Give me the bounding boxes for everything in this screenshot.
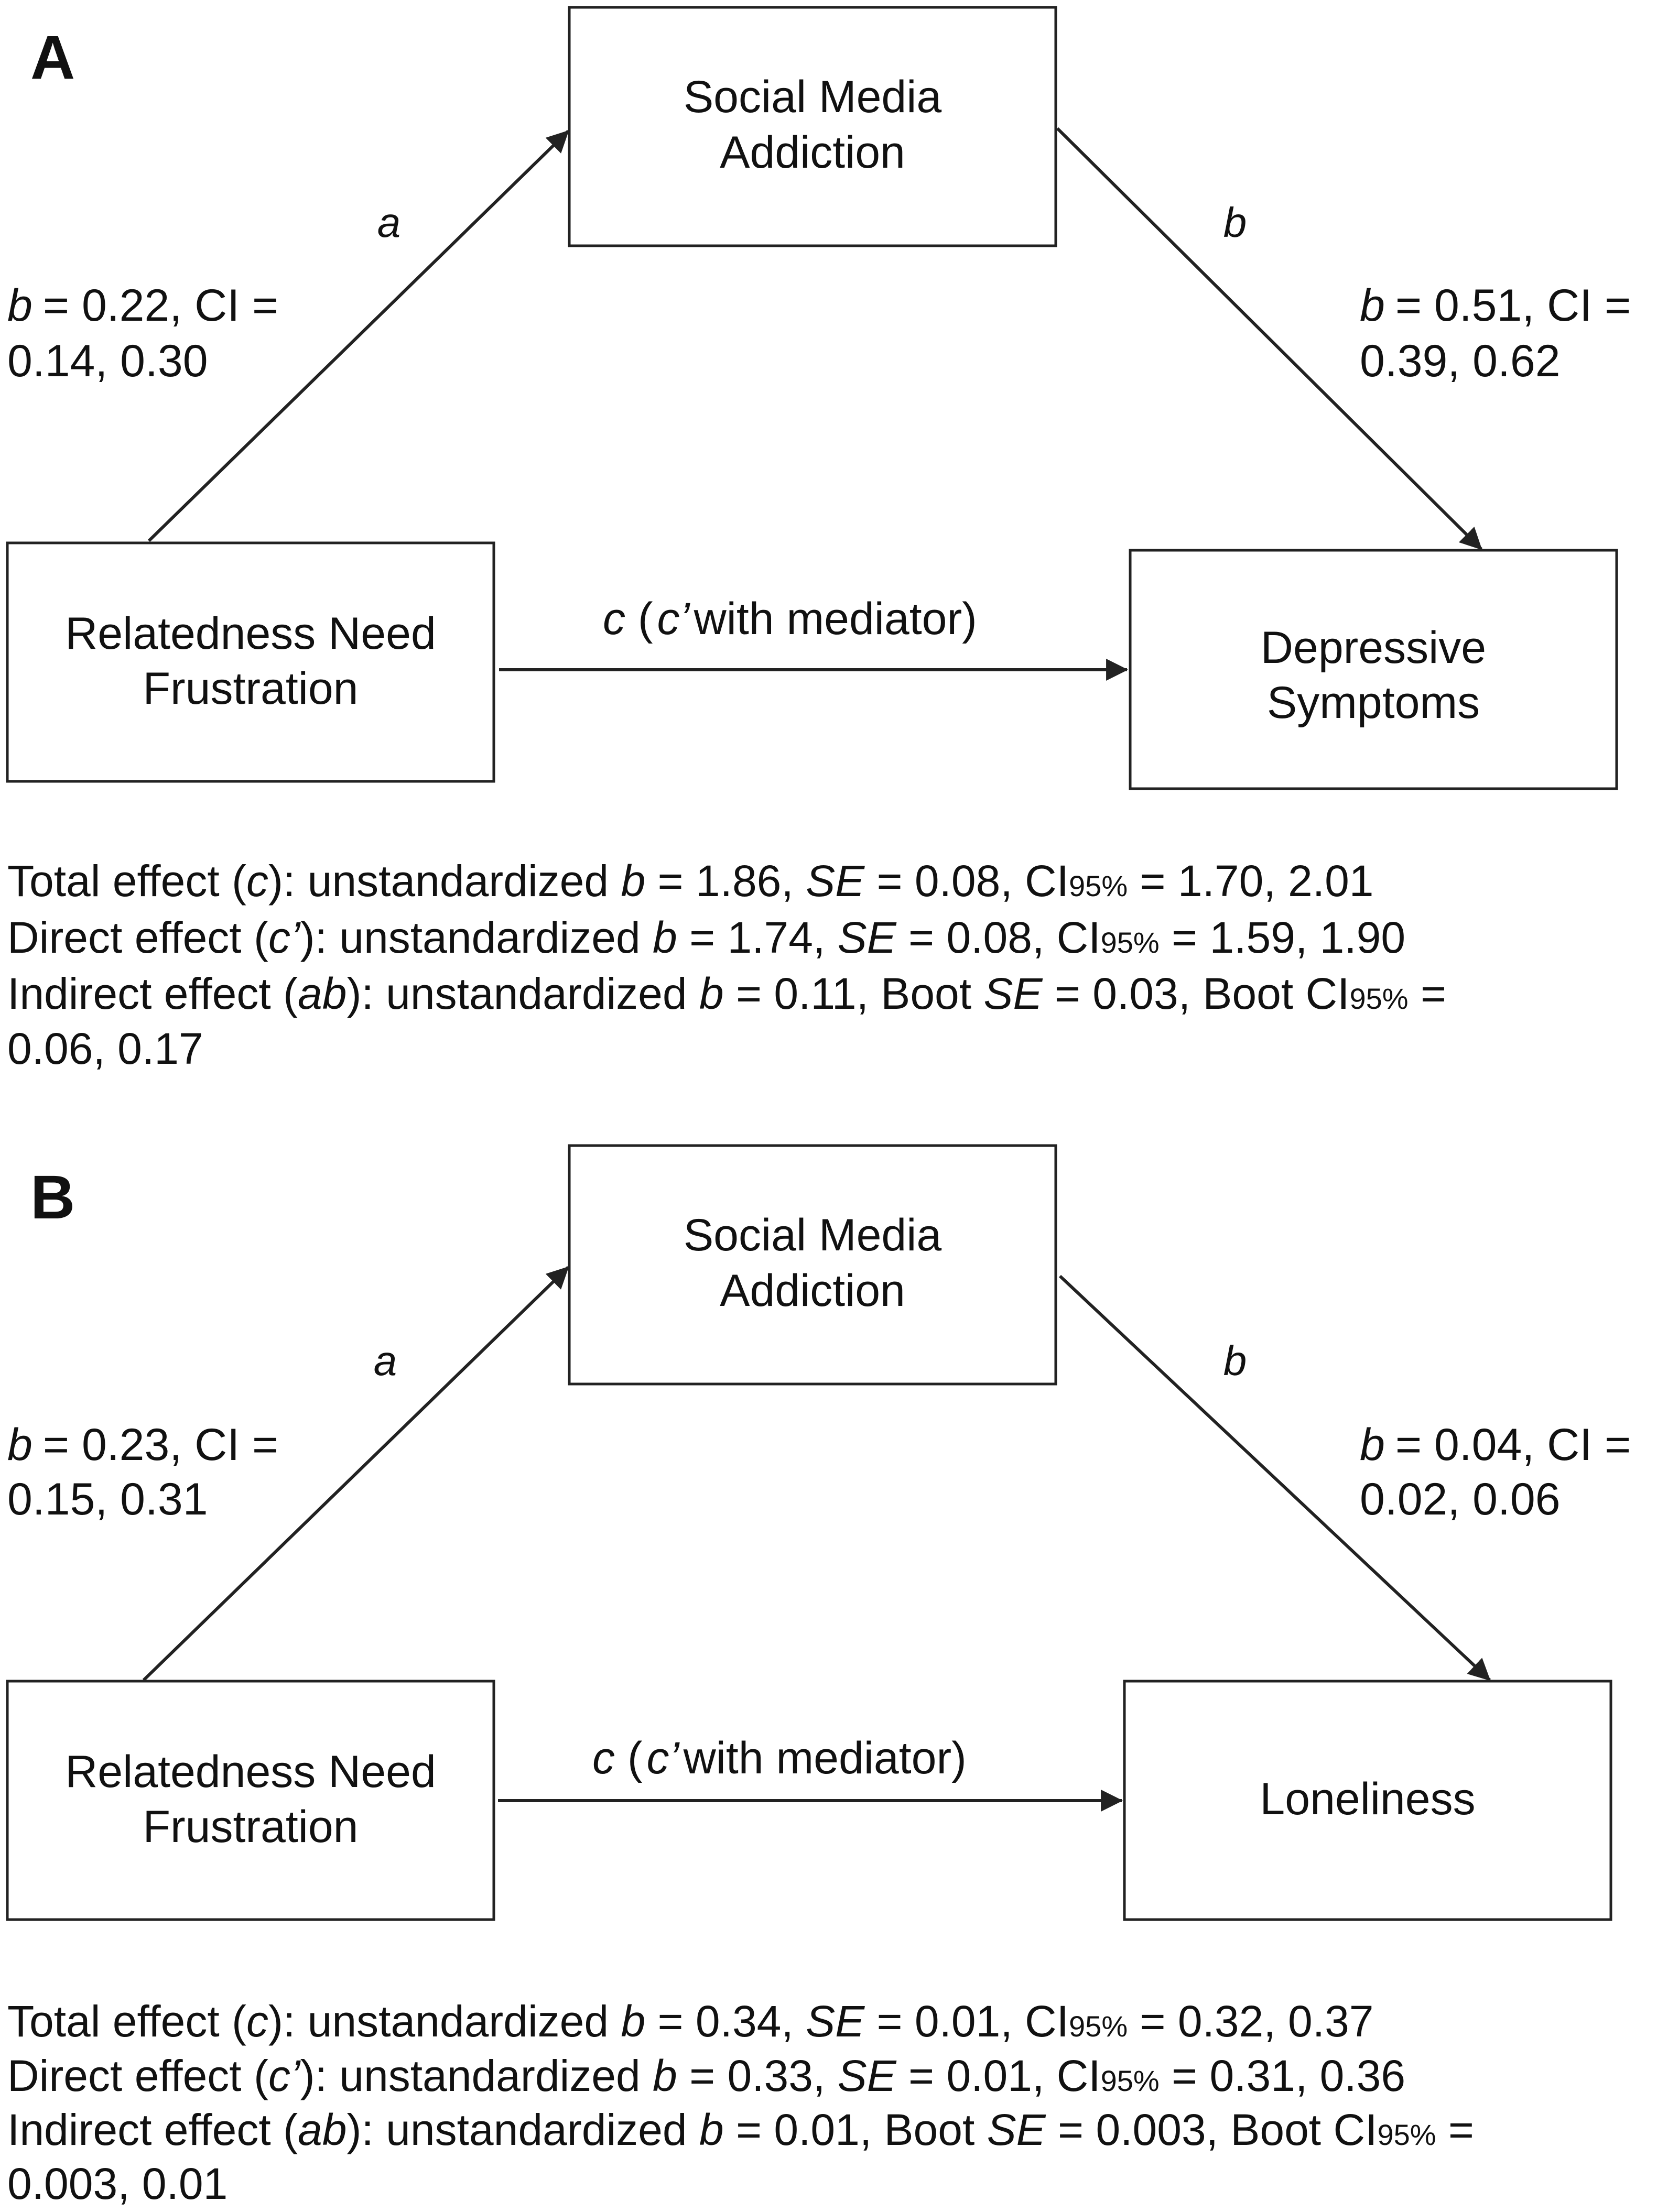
panel-a-path-a-coef-line1: b= 0.22, CI =	[7, 280, 278, 331]
panel-a-predictor-line1: Relatedness Need	[65, 608, 436, 659]
panel-a-predictor-box: Relatedness Need Frustration	[6, 541, 495, 783]
panel-b-path-c-label: c (c’with mediator)	[592, 1733, 967, 1783]
panel-b-letter: B	[30, 1163, 75, 1232]
panel-b-predictor-line2: Frustration	[143, 1802, 358, 1852]
panel-a-mediator-line2: Addiction	[720, 127, 905, 178]
panel-b-path-b-coef-line1: b= 0.04, CI =	[1360, 1420, 1631, 1470]
panel-b-mediator-line2: Addiction	[720, 1266, 905, 1316]
panel-b-direct-effect: Direct effect (c’): unstandardized b = 0…	[7, 2051, 1405, 2100]
panel-a-mediator-line1: Social Media	[684, 72, 942, 122]
panel-a-path-a-arrow	[147, 129, 570, 542]
panel-b-indirect-effect: Indirect effect (ab): unstandardized b =…	[7, 2105, 1474, 2154]
panel-a-outcome-box: Depressive Symptoms	[1129, 549, 1618, 790]
panel-a-indirect-effect-ci: 0.06, 0.17	[7, 1024, 203, 1073]
panel-b-predictor-box: Relatedness Need Frustration	[6, 1680, 495, 1921]
panel-b-indirect-effect-ci: 0.003, 0.01	[7, 2159, 228, 2208]
panel-b-path-a-coef-line2: 0.15, 0.31	[7, 1474, 208, 1524]
panel-a-path-a-label: a	[377, 199, 401, 246]
panel-b-path-a-label: a	[374, 1337, 397, 1384]
panel-a-path-b-coef-line2: 0.39, 0.62	[1360, 336, 1561, 386]
panel-b-path-b-coef-line2: 0.02, 0.06	[1360, 1474, 1561, 1524]
panel-b-outcome-line1: Loneliness	[1260, 1774, 1475, 1824]
panel-b-mediator-line1: Social Media	[684, 1210, 942, 1260]
panel-a-predictor-line2: Frustration	[143, 663, 358, 714]
panel-a-letter: A	[30, 23, 75, 92]
panel-b: B Social Media Addiction Relatedness Nee…	[6, 1144, 1631, 2208]
panel-a-mediator-box: Social Media Addiction	[568, 6, 1057, 247]
panel-a-path-c-label: c (c’with mediator)	[603, 594, 977, 644]
panel-a-direct-effect: Direct effect (c’): unstandardized b = 1…	[7, 913, 1405, 962]
panel-a-indirect-effect: Indirect effect (ab): unstandardized b =…	[7, 969, 1446, 1018]
panel-a-outcome-line1: Depressive	[1261, 623, 1486, 673]
panel-a-path-b-label: b	[1223, 199, 1247, 246]
panel-a-path-a-coef-line2: 0.14, 0.30	[7, 336, 208, 386]
panel-b-path-b-label: b	[1223, 1337, 1247, 1384]
panel-b-mediator-box: Social Media Addiction	[568, 1144, 1057, 1386]
panel-b-path-a-coef-line1: b= 0.23, CI =	[7, 1420, 278, 1470]
panel-b-path-a-arrow	[142, 1266, 570, 1682]
panel-a-path-b-coef-line1: b= 0.51, CI =	[1360, 280, 1631, 331]
panel-a-path-b-arrow	[1056, 127, 1483, 551]
panel-b-path-b-arrow	[1058, 1274, 1491, 1682]
panel-b-total-effect: Total effect (c): unstandardized b = 0.3…	[7, 1997, 1374, 2046]
panel-b-predictor-line1: Relatedness Need	[65, 1747, 436, 1797]
panel-a: A Social Media Addiction Relatedness Nee…	[6, 6, 1631, 1073]
panel-b-outcome-box: Loneliness	[1123, 1680, 1612, 1921]
panel-a-outcome-line2: Symptoms	[1267, 678, 1480, 728]
panel-a-total-effect: Total effect (c): unstandardized b = 1.8…	[7, 856, 1374, 906]
